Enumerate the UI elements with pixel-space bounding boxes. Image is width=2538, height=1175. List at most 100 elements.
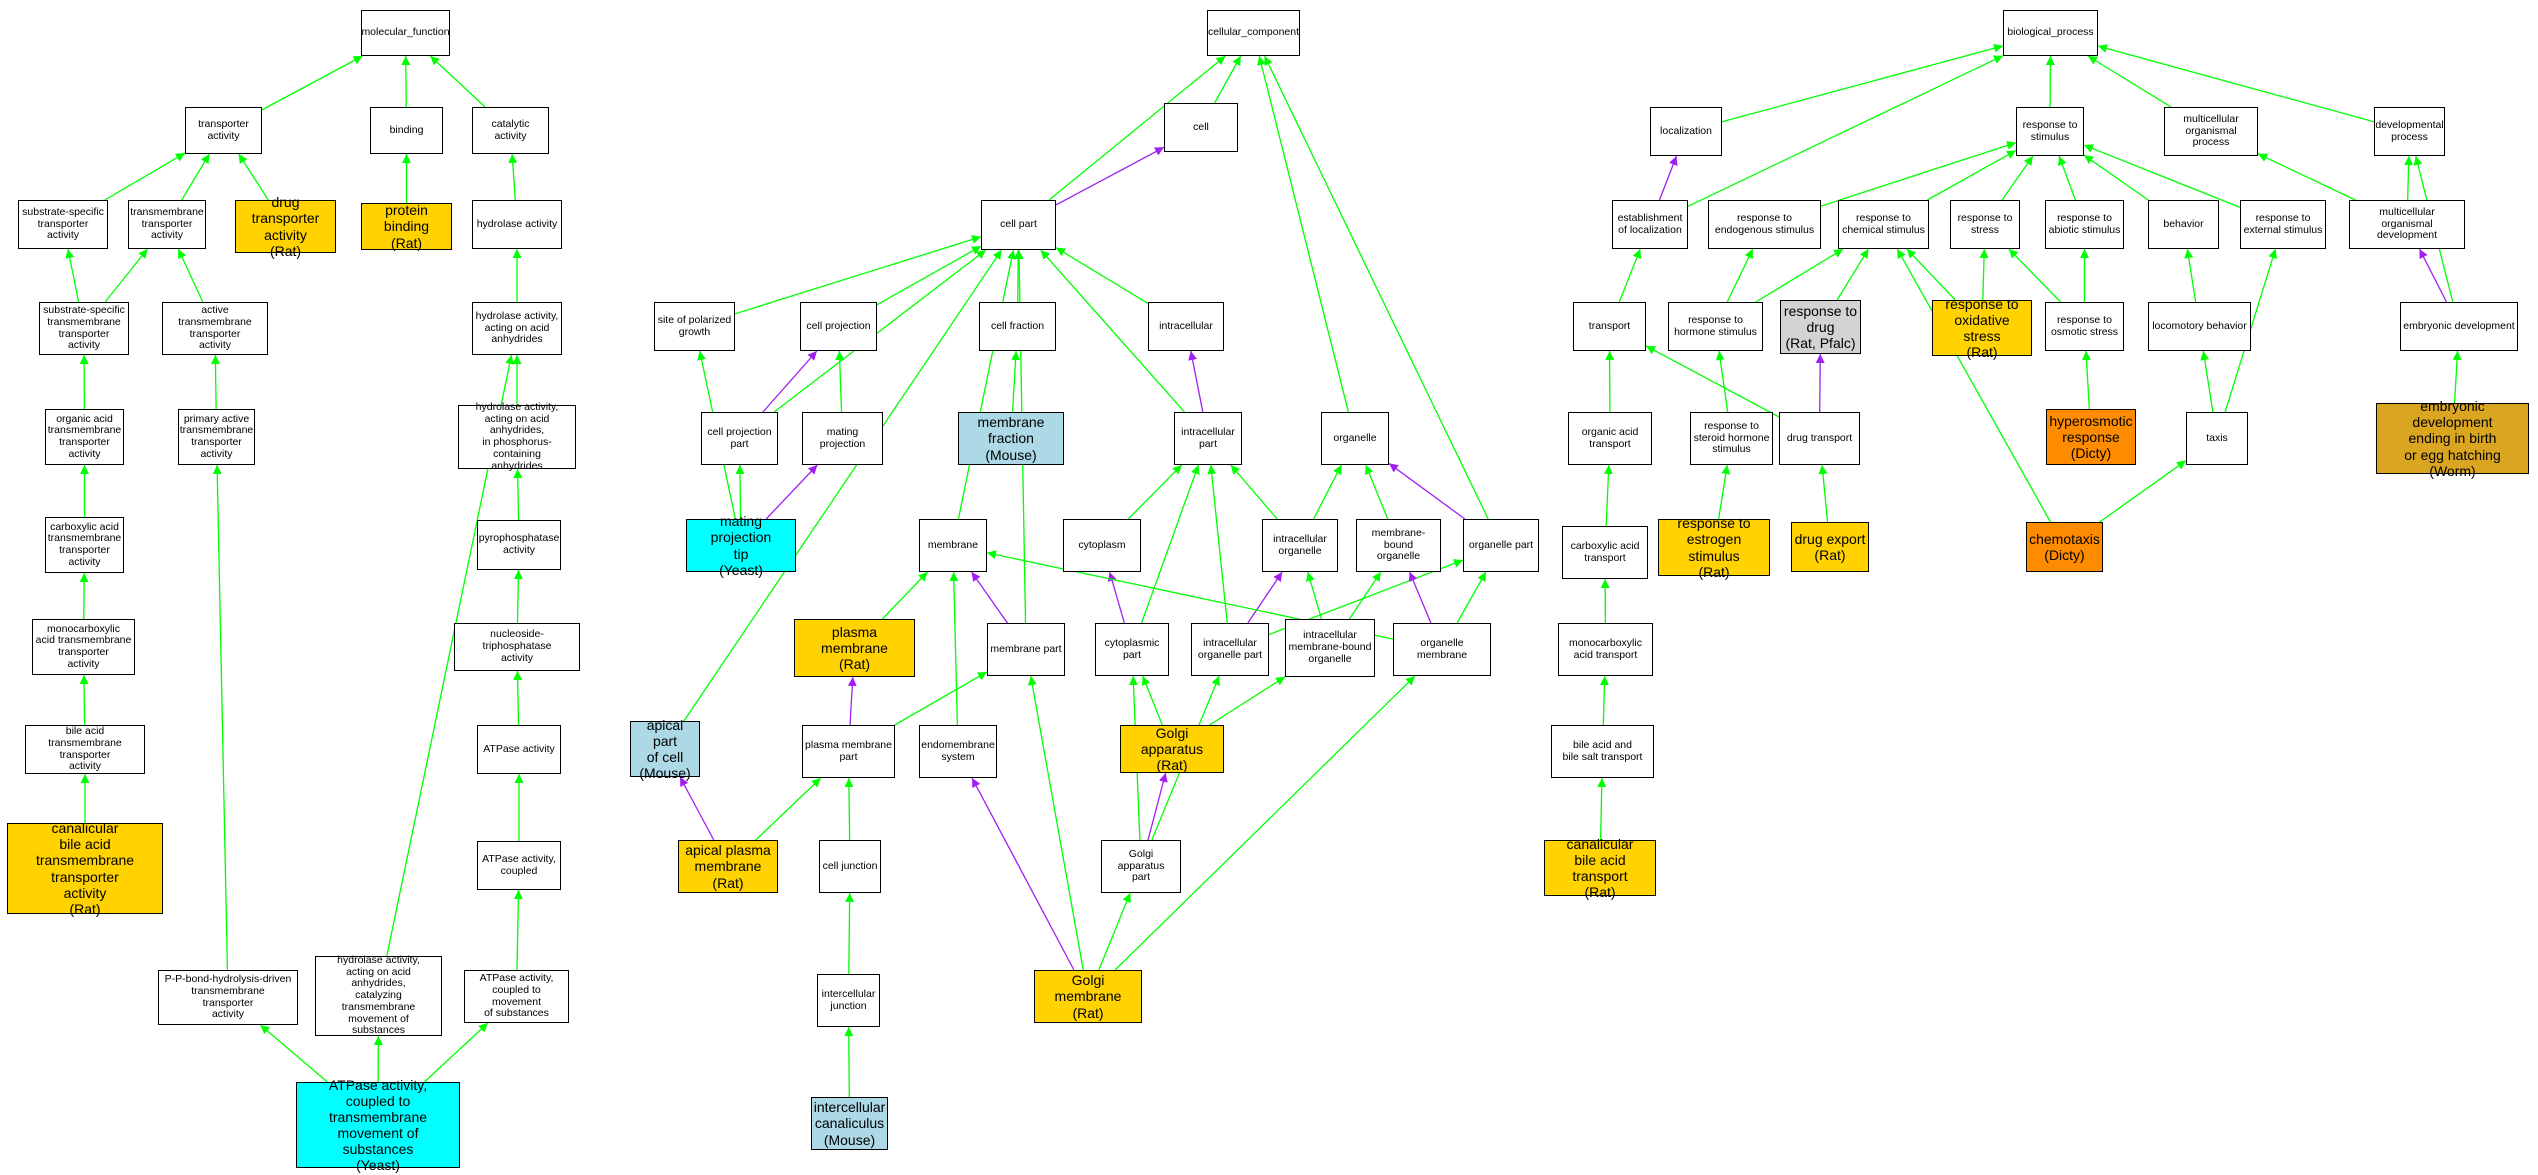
is-a-edge-drug-export-to-drug-transport	[1818, 464, 1829, 523]
is-a-edge-canalicular-bile-transport-to-bile-salt-transport	[1597, 777, 1607, 841]
go-term-multicellular-process: multicellular organismal process	[2164, 107, 2258, 156]
go-term-mf: molecular_function	[361, 10, 450, 56]
go-term-plasma-membrane-part: plasma membrane part	[802, 725, 895, 778]
is-a-edge-response-oxidative-to-response-chemical	[1906, 248, 1956, 301]
is-a-edge-chemotaxis-to-taxis	[2099, 460, 2187, 523]
is-a-edge-locomotory-behavior-to-behavior	[2184, 248, 2197, 303]
go-term-response-endogenous: response to endogenous stimulus	[1708, 200, 1821, 249]
go-term-intracellular-part: intracellular part	[1174, 412, 1242, 465]
is-a-edge-transporter-to-mf	[261, 55, 363, 111]
is-a-edge-response-drug-to-response-chemical	[1836, 248, 1869, 301]
go-term-pp-bond: P-P-bond-hydrolysis-driven transmembrane…	[158, 970, 298, 1025]
is-a-edge-response-steroid-to-response-hormone	[1715, 350, 1729, 413]
is-a-edge-mating-tip-to-cell-projection-part	[735, 464, 745, 520]
part-of-edge-golgi-membrane-to-endomembrane	[971, 777, 1075, 971]
go-term-drug-export: drug export (Rat)	[1791, 522, 1869, 572]
is-a-edge-pp-bond-to-primary-active-tm	[212, 464, 229, 971]
go-term-developmental-process: developmental process	[2374, 107, 2445, 156]
go-term-hydrolase-catalyzing: hydrolase activity, acting on acid anhyd…	[315, 954, 442, 1036]
is-a-edge-site-polarized-to-cell-part	[734, 235, 982, 315]
is-a-edge-golgi-apparatus-to-intracellular-mb-organelle	[1209, 676, 1286, 726]
part-of-edge-embryonic-development-to-multicellular-development	[2418, 248, 2448, 303]
go-term-atpase: ATPase activity	[477, 725, 561, 774]
go-term-mating-tip: mating projection tip (Yeast)	[686, 513, 796, 578]
go-term-canalicular-bile-tm: canalicular bile acid transmembrane tran…	[7, 820, 163, 917]
is-a-edge-response-endogenous-to-response-stimulus	[1820, 141, 2017, 207]
is-a-edge-intracellular-part-to-cell-part	[1040, 249, 1185, 413]
is-a-edge-catalytic-to-mf	[429, 55, 486, 108]
go-term-response-osmotic: response to osmotic stress	[2045, 302, 2124, 351]
go-term-bp: biological_process	[2003, 10, 2098, 56]
go-term-behavior: behavior	[2148, 200, 2219, 249]
go-term-response-stress: response to stress	[1950, 200, 2020, 249]
is-a-edge-multicellular-development-to-developmental-process	[2404, 155, 2414, 201]
go-term-organelle-part: organelle part	[1463, 519, 1539, 572]
is-a-edge-cell-projection-part-to-cell-part	[773, 249, 987, 413]
is-a-edge-intercellular-canaliculus-to-intercellular-junction	[844, 1026, 854, 1098]
is-a-edge-establishment-localization-to-bp	[1687, 55, 2004, 207]
go-term-response-stimulus: response to stimulus	[2016, 107, 2084, 156]
go-term-hydrolase-anhydrides: hydrolase activity, acting on acid anhyd…	[472, 302, 562, 355]
is-a-edge-primary-active-tm-to-active-tm	[210, 354, 220, 410]
is-a-edge-organelle-membrane-to-organelle-part	[1456, 571, 1487, 624]
is-a-edge-intracellular-to-cell-part	[1055, 247, 1149, 305]
go-term-substrate-specific-transporter: substrate-specific transporter activity	[18, 200, 108, 249]
go-term-organic-acid-transport: organic acid transport	[1568, 412, 1652, 465]
go-term-intracellular: intracellular	[1148, 302, 1224, 351]
is-a-edge-intracellular-organelle-to-intracellular-part	[1230, 464, 1278, 520]
is-a-edge-intracellular-organelle-to-organelle	[1313, 464, 1342, 520]
go-term-drug-transport: drug transport	[1779, 412, 1860, 465]
is-a-edge-membrane-bound-organelle-to-organelle	[1364, 464, 1389, 520]
go-term-organelle: organelle	[1321, 412, 1389, 465]
is-a-edge-active-tm-to-transmembrane-transporter	[177, 248, 204, 303]
go-term-locomotory-behavior: locomotory behavior	[2148, 302, 2251, 351]
part-of-edge-intracellular-part-to-intracellular	[1188, 350, 1204, 413]
go-term-atpase-coupled: ATPase activity, coupled	[477, 841, 561, 890]
go-term-taxis: taxis	[2186, 412, 2248, 465]
is-a-edge-ntpase-to-pyrophosphatase	[513, 569, 523, 624]
go-term-response-hormone: response to hormone stimulus	[1668, 302, 1763, 351]
is-a-edge-cell-fraction-to-cell-part	[1013, 249, 1023, 303]
go-term-endomembrane: endomembrane system	[919, 725, 997, 778]
is-a-edge-cell-to-cc	[1214, 55, 1242, 104]
part-of-edge-cell-part-to-cell	[1055, 146, 1165, 206]
is-a-edge-hydrolase-to-catalytic	[508, 153, 518, 201]
go-term-establishment-localization: establishment of localization	[1612, 200, 1688, 249]
go-term-active-tm: active transmembrane transporter activit…	[162, 302, 268, 355]
is-a-edge-atpase-to-ntpase	[513, 670, 523, 726]
go-term-response-external: response to external stimulus	[2240, 200, 2326, 249]
go-term-apical-plasma: apical plasma membrane (Rat)	[678, 840, 778, 893]
go-term-monocarboxylic-acid-tm: monocarboxylic acid transmembrane transp…	[32, 619, 135, 675]
is-a-edge-developmental-process-to-bp	[2097, 44, 2375, 123]
go-term-membrane-part: membrane part	[987, 623, 1065, 676]
is-a-edge-taxis-to-locomotory-behavior	[2200, 350, 2214, 413]
go-term-cell-projection-part: cell projection part	[701, 412, 778, 465]
is-a-edge-substrate-specific-tm-to-substrate-specific-transporter	[65, 248, 80, 303]
go-term-intracellular-mb-organelle: intracellular membrane-bound organelle	[1285, 619, 1375, 677]
go-term-organelle-membrane: organelle membrane	[1393, 623, 1491, 676]
is-a-edge-membrane-to-cell-part	[957, 249, 1016, 520]
is-a-edge-plasma-membrane-to-membrane	[881, 571, 929, 620]
go-term-transmembrane-transporter: transmembrane transporter activity	[128, 200, 206, 249]
is-a-edge-response-estrogen-to-response-steroid	[1717, 464, 1731, 520]
is-a-edge-golgi-membrane-to-membrane-part	[1027, 675, 1084, 971]
is-a-edge-organelle-part-to-cc	[1264, 55, 1489, 520]
is-a-edge-golgi-apparatus-to-cytoplasmic-part	[1141, 675, 1163, 726]
is-a-edge-atpase-tm-yeast-to-pp-bond	[259, 1024, 328, 1083]
go-term-catalytic: catalytic activity	[472, 107, 549, 154]
part-of-edge-golgi-part-to-golgi-apparatus	[1147, 772, 1168, 841]
part-of-edge-apical-plasma-to-apical-part	[679, 776, 715, 841]
go-term-intercellular-canaliculus: intercellular canaliculus (Mouse)	[811, 1097, 888, 1150]
go-term-hyperosmotic: hyperosmotic response (Dicty)	[2046, 409, 2136, 465]
go-term-primary-active-tm: primary active transmembrane transporter…	[178, 409, 255, 465]
part-of-edge-organelle-membrane-to-membrane-bound-organelle	[1408, 571, 1432, 624]
is-a-edge-atpase-coupled-movement-to-atpase-coupled	[513, 889, 523, 971]
is-a-edge-cell-projection-to-cell-part	[876, 245, 982, 306]
is-a-edge-pyrophosphatase-to-hydrolase-phospho	[513, 468, 523, 521]
is-a-edge-organelle-to-cc	[1257, 55, 1349, 413]
go-term-response-chemical: response to chemical stimulus	[1838, 200, 1929, 249]
go-term-membrane: membrane	[919, 519, 987, 572]
go-term-response-estrogen: response to estrogen stimulus (Rat)	[1658, 515, 1770, 580]
go-term-cell-junction: cell junction	[819, 840, 881, 893]
is-a-edge-response-hormone-to-response-endogenous	[1726, 248, 1754, 303]
